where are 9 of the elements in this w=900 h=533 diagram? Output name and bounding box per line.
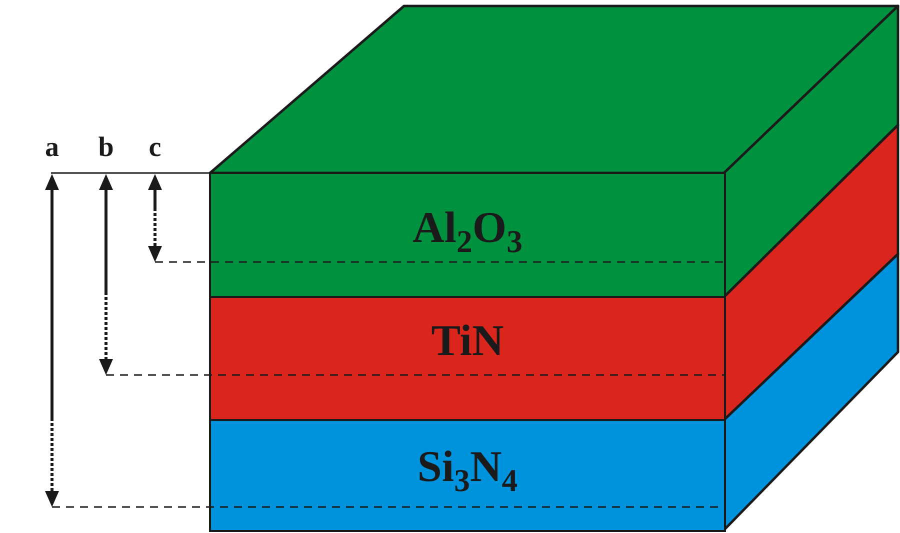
material-layer — [209, 419, 726, 532]
layer-label: TiN — [431, 319, 504, 363]
material-layer — [209, 296, 726, 422]
dimension-label: b — [97, 134, 115, 162]
layer-label: Si$_{3}$N$_{4}$ — [417, 445, 518, 489]
dimension-label: c — [148, 134, 162, 162]
material-layer — [209, 172, 726, 299]
layer-label: Al$_{2}$O$_{3}$ — [412, 206, 522, 250]
dimension-label: a — [44, 134, 60, 162]
